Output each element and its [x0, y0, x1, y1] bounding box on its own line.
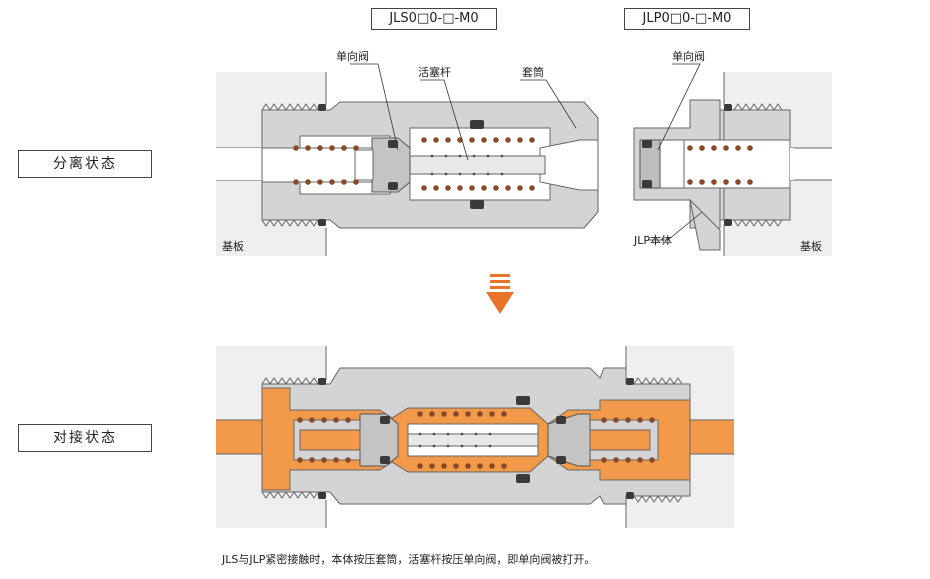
spring-top-jls-1	[293, 145, 359, 185]
jls-body-top	[261, 101, 599, 229]
caption: JLS与JLP紧密接触时，本体按压套筒，活塞杆按压单向阀，即单向阀被打开。	[222, 553, 596, 566]
model-label-jls: JLS0□0-□-M0	[371, 8, 497, 30]
callout-sleeve: 套筒	[522, 65, 544, 79]
state-label-connected: 对接状态	[18, 424, 152, 452]
down-arrow-icon	[486, 274, 514, 314]
piston-dots-bottom	[418, 432, 492, 448]
spring-top-jls-2	[421, 137, 535, 191]
seals-bottom	[318, 378, 634, 499]
state-label-separated: 分离状态	[18, 150, 152, 178]
coupled-body-bottom	[261, 367, 691, 505]
piston-dots-top	[430, 154, 504, 176]
callout-piston-rod: 活塞杆	[418, 65, 451, 79]
callout-base-left: 基板	[222, 239, 244, 253]
model-label-jlp: JLP0□0-□-M0	[624, 8, 750, 30]
callout-lines-top	[350, 63, 703, 241]
callout-check-valve-right: 单向阀	[672, 49, 705, 63]
spring-bottom	[297, 411, 655, 469]
callout-jlp-body: JLP本体	[633, 233, 672, 247]
seals-top-jlp	[642, 104, 732, 226]
seals-top-jls	[318, 104, 484, 226]
spring-top-jlp	[687, 145, 753, 185]
callout-check-valve-left: 单向阀	[336, 49, 369, 63]
callout-base-right: 基板	[800, 239, 822, 253]
